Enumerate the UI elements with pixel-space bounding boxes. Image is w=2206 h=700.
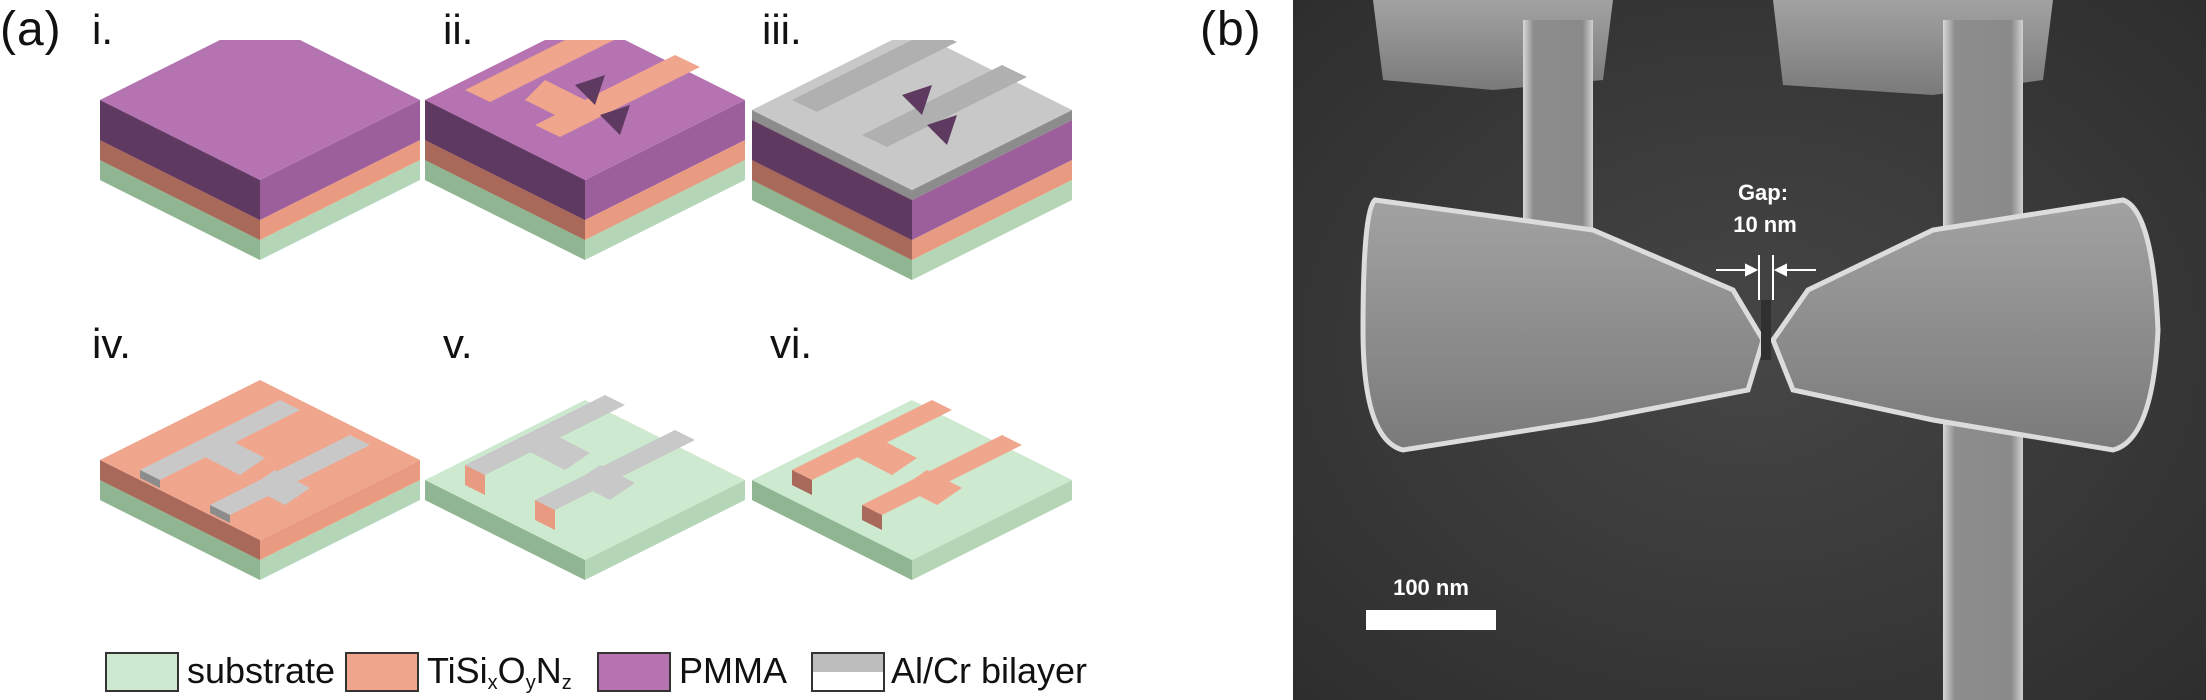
step-vi-diagram (752, 400, 1072, 580)
step-i-stack (100, 40, 420, 260)
step-iii-diagram (752, 40, 1072, 280)
swatch-alcr (811, 652, 885, 692)
legend-label-tisi: TiSixOyNz (427, 650, 572, 694)
swatch-pmma (597, 652, 671, 692)
step-label-iv: iv. (92, 320, 131, 367)
gap-title: Gap: (1738, 180, 1788, 205)
gap-value: 10 nm (1733, 212, 1797, 237)
step-ii-stack (425, 40, 745, 260)
legend-label-substrate: substrate (187, 650, 336, 691)
legend-label-pmma: PMMA (679, 650, 787, 691)
left-bowtie (1360, 197, 1766, 453)
panel-b-label: (b) (1200, 3, 1262, 56)
step-iii-stack (752, 40, 1072, 280)
swatch-tisi (345, 652, 419, 692)
step-vi-stack (752, 400, 1072, 580)
step-v-stack (425, 395, 745, 580)
step-label-v: v. (443, 320, 473, 367)
swatch-substrate (105, 652, 179, 692)
step-i-diagram (100, 40, 420, 260)
step-label-ii: ii. (443, 6, 474, 53)
scale-bar-label: 100 nm (1393, 575, 1469, 600)
step-label-i: i. (92, 6, 113, 53)
step-label-vi: vi. (770, 320, 812, 367)
step-iv-diagram (100, 380, 420, 580)
scale-bar (1366, 610, 1496, 630)
sem-image: Gap: 10 nm 100 nm (1293, 0, 2206, 700)
step-v-diagram (425, 395, 745, 580)
gap (1761, 300, 1771, 360)
right-bowtie (1770, 197, 2161, 453)
step-iv-stack (100, 380, 420, 580)
gap-arrows (1716, 255, 1816, 300)
legend-label-alcr: Al/Cr bilayer (891, 650, 1088, 691)
panel-a-label: (a) (0, 3, 62, 56)
step-label-iii: iii. (762, 6, 802, 53)
step-ii-diagram (425, 40, 745, 260)
